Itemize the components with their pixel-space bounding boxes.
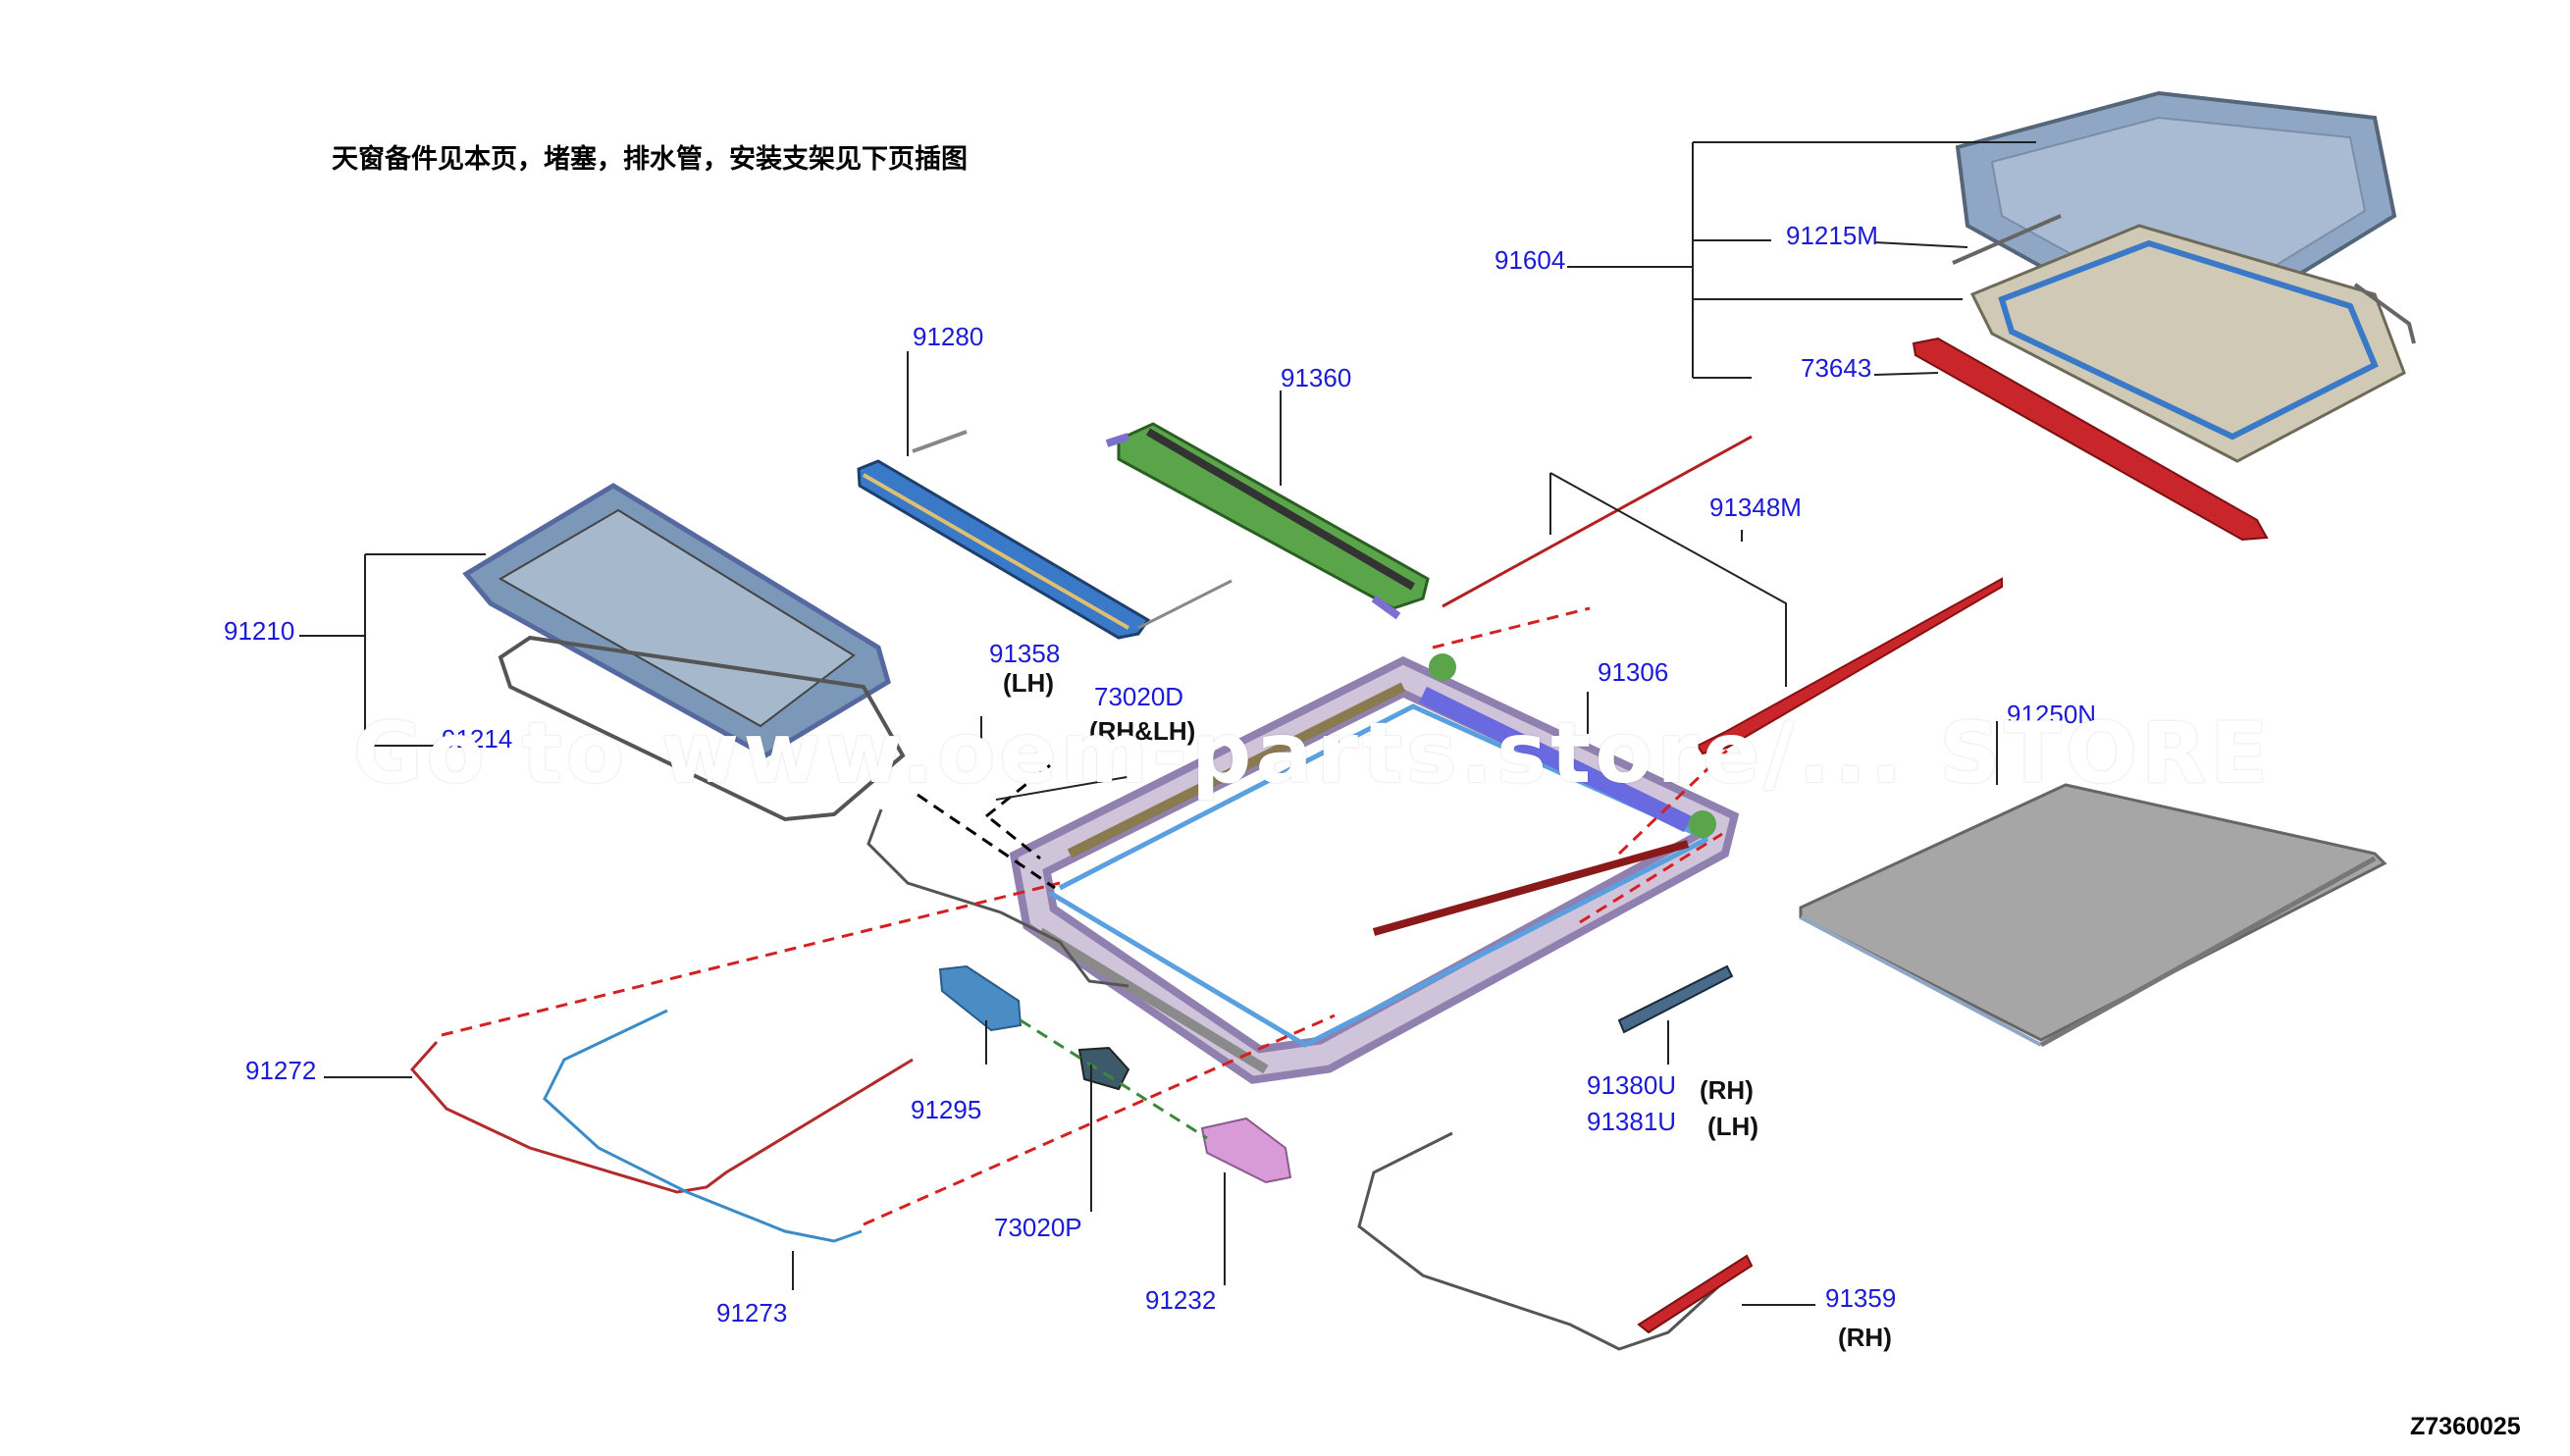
part-side-91359: (RH) bbox=[1838, 1323, 1892, 1352]
part-label-91360[interactable]: 91360 bbox=[1281, 363, 1352, 392]
part-side-73020D: (RH&LH) bbox=[1089, 716, 1196, 746]
dashed-connectors bbox=[441, 606, 1734, 1226]
part-label-91210[interactable]: 91210 bbox=[224, 616, 295, 646]
part-label-73020D[interactable]: 73020D bbox=[1094, 682, 1184, 711]
drain-hoses-and-cables bbox=[409, 808, 1754, 1351]
part-label-73643[interactable]: 73643 bbox=[1801, 353, 1872, 383]
part-side-91380U: (RH) bbox=[1700, 1075, 1754, 1105]
watermark-text: Go to www.oem-parts.store/... STORE bbox=[353, 704, 2273, 803]
part-side-91358: (LH) bbox=[1003, 668, 1054, 698]
part-label-73020P[interactable]: 73020P bbox=[994, 1213, 1082, 1242]
part-label-91295[interactable]: 91295 bbox=[911, 1095, 982, 1124]
rail-91280 bbox=[857, 351, 1233, 640]
sunroof-frame-91306 bbox=[1009, 653, 1740, 1084]
leaders-91604 bbox=[1567, 141, 2036, 379]
part-label-91604[interactable]: 91604 bbox=[1495, 245, 1566, 275]
part-label-91280[interactable]: 91280 bbox=[913, 322, 984, 351]
sunshade-91250N bbox=[1799, 721, 2387, 1048]
seal-strips-91348M bbox=[1442, 435, 2003, 755]
rail-91360 bbox=[1105, 390, 1430, 620]
part-label-91215M[interactable]: 91215M bbox=[1786, 221, 1878, 250]
glass-panel-assembly-91604 bbox=[1912, 90, 2416, 542]
part-label-91380U[interactable]: 91380U bbox=[1587, 1070, 1677, 1100]
glass-panel-91210 bbox=[299, 483, 906, 822]
page-note: 天窗备件见本页，堵塞，排水管，安装支架见下页插图 bbox=[332, 144, 968, 175]
part-label-91232[interactable]: 91232 bbox=[1145, 1285, 1217, 1315]
part-label-91381U[interactable]: 91381U bbox=[1587, 1107, 1677, 1136]
part-side-91381U: (LH) bbox=[1707, 1112, 1758, 1141]
part-label-91214[interactable]: 91214 bbox=[442, 724, 513, 754]
part-label-91348M[interactable]: 91348M bbox=[1709, 493, 1802, 522]
part-label-91250N[interactable]: 91250N bbox=[2007, 700, 2097, 729]
motor-parts bbox=[938, 964, 1734, 1184]
part-label-91306[interactable]: 91306 bbox=[1598, 657, 1669, 687]
part-label-91358[interactable]: 91358 bbox=[989, 639, 1061, 668]
part-label-91359[interactable]: 91359 bbox=[1825, 1283, 1897, 1313]
lower-leaders bbox=[324, 716, 1815, 1306]
figure-code: Z7360025 bbox=[2410, 1413, 2521, 1440]
part-label-91272[interactable]: 91272 bbox=[245, 1056, 317, 1085]
part-label-91273[interactable]: 91273 bbox=[716, 1298, 788, 1327]
